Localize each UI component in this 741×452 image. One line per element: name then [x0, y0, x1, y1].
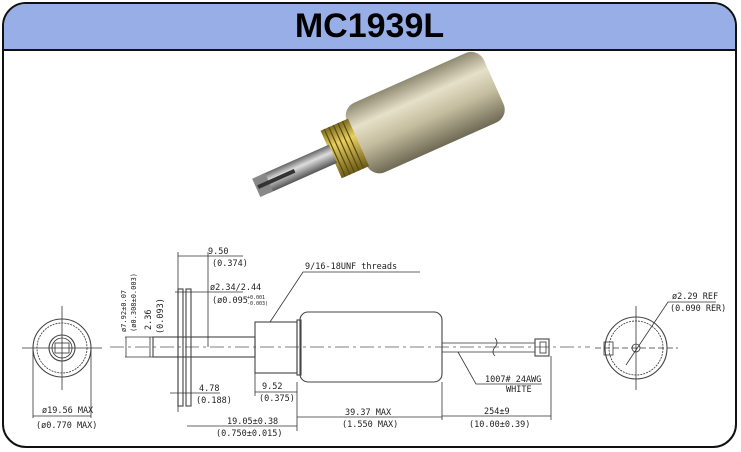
dim-39-37-inch: (1.550 MAX) [342, 420, 398, 430]
product-photo [252, 51, 505, 198]
side-view: 9.50 (0.374) ø2.34/2.44 (ø0.095 +0.001 -… [110, 247, 590, 439]
dim-254: 254±9 [484, 407, 510, 417]
dim-9-52: 9.52 [262, 382, 282, 392]
dim-2-36: 2.36 [144, 310, 154, 330]
product-title: MC1939L [294, 7, 445, 45]
header-bar: MC1939L [4, 4, 735, 51]
dim-shaft-dia-inch: (ø0.308±0.003) [130, 273, 138, 332]
ref-dimension-inch: (0.090 RER) [670, 304, 726, 314]
left-end-view: ø19.56 MAX (ø0.770 MAX) [22, 306, 102, 431]
thread-label: 9/16-18UNF threads [305, 262, 397, 272]
dim-9-50: 9.50 [208, 247, 228, 257]
dim-19-05: 19.05±0.38 [227, 417, 278, 427]
dim-39-37: 39.37 MAX [345, 408, 392, 418]
wire-label: 1007# 24AWG [485, 375, 541, 385]
dim-pin-tol-plus: +0.001 [247, 295, 265, 301]
dim-19-05-inch: (0.750±0.015) [216, 429, 283, 439]
od-dimension-inch: (ø0.770 MAX) [36, 421, 97, 431]
right-end-view: ø2.29 REF (0.090 RER) [595, 292, 726, 390]
dim-254-inch: (10.00±0.39) [469, 420, 530, 430]
dim-pin-tol-minus: -0.003) [247, 301, 268, 307]
dim-2-36-inch: (0.093) [156, 298, 166, 334]
dim-pin-dia-inch: (ø0.095 [212, 296, 248, 306]
od-dimension: ø19.56 MAX [42, 406, 94, 416]
dim-shaft-dia: ø7.92±0.07 [120, 290, 128, 332]
dim-9-52-inch: (0.375) [259, 394, 295, 404]
dim-9-50-inch: (0.374) [212, 259, 248, 269]
dim-4-78: 4.78 [199, 384, 219, 394]
wire-color-label: WHITE [506, 385, 532, 395]
datasheet-card: MC1939L [2, 2, 737, 448]
ref-dimension: ø2.29 REF [672, 292, 718, 302]
dim-4-78-inch: (0.188) [196, 396, 232, 406]
dim-pin-dia: ø2.34/2.44 [210, 283, 261, 293]
